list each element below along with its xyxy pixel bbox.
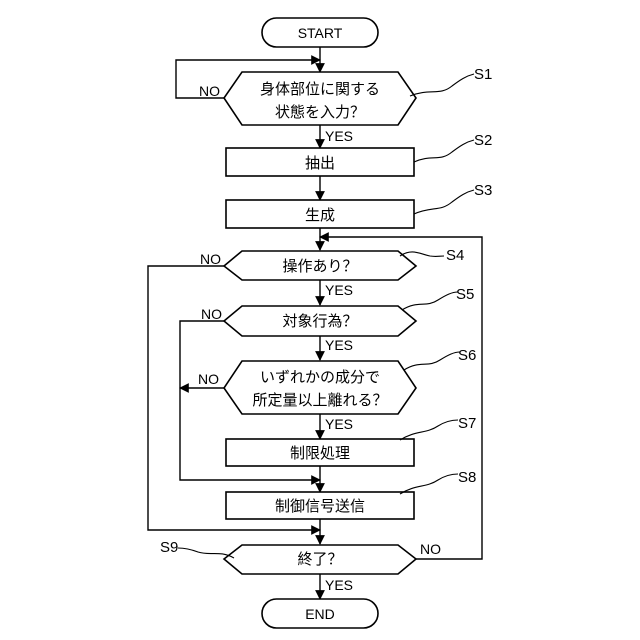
s5-step-id: S5 bbox=[456, 286, 474, 303]
s2-leader bbox=[414, 140, 474, 162]
s6-step-id: S6 bbox=[458, 347, 476, 364]
s5-no-label: NO bbox=[201, 306, 222, 322]
s3-leader bbox=[414, 190, 474, 214]
s5-leader bbox=[402, 292, 458, 310]
s1-text-line2: 状態を入力？ bbox=[275, 103, 365, 121]
s4-text: 操作あり？ bbox=[282, 257, 357, 275]
s3-step-id: S3 bbox=[474, 182, 492, 199]
s4-step-id: S4 bbox=[446, 247, 464, 264]
s7-leader bbox=[400, 420, 458, 440]
s8-leader bbox=[400, 474, 458, 494]
s1-yes-label: YES bbox=[325, 128, 353, 144]
s6-no-label: NO bbox=[198, 371, 219, 387]
s2-step-id: S2 bbox=[474, 132, 492, 149]
s8-step-id: S8 bbox=[458, 469, 476, 486]
s6-leader bbox=[404, 352, 460, 370]
end-label: END bbox=[305, 606, 335, 622]
s4-leader bbox=[400, 252, 444, 256]
s1-no-label: NO bbox=[199, 83, 220, 99]
s8-text: 制御信号送信 bbox=[275, 497, 365, 515]
s2-text: 抽出 bbox=[305, 154, 335, 172]
s5-text: 対象行為？ bbox=[282, 312, 357, 330]
s9-no-label: NO bbox=[420, 541, 441, 557]
s9-step-id: S9 bbox=[160, 539, 178, 556]
s6-text-line1: いずれかの成分で bbox=[260, 368, 380, 386]
s6-text-line2: 所定量以上離れる？ bbox=[252, 391, 387, 409]
s5-yes-label: YES bbox=[325, 337, 353, 353]
s1-leader bbox=[410, 74, 474, 96]
s4-no-label: NO bbox=[200, 251, 221, 267]
s9-leader bbox=[178, 548, 234, 558]
s3-text: 生成 bbox=[305, 206, 335, 224]
s4-yes-label: YES bbox=[325, 282, 353, 298]
start-label: START bbox=[298, 25, 343, 41]
s7-text: 制限処理 bbox=[290, 444, 350, 462]
s7-step-id: S7 bbox=[458, 415, 476, 432]
s1-text-line1: 身体部位に関する bbox=[260, 80, 380, 98]
s9-text: 終了？ bbox=[297, 550, 342, 568]
s9-yes-label: YES bbox=[325, 577, 353, 593]
s1-step-id: S1 bbox=[474, 66, 492, 83]
s6-yes-label: YES bbox=[325, 416, 353, 432]
